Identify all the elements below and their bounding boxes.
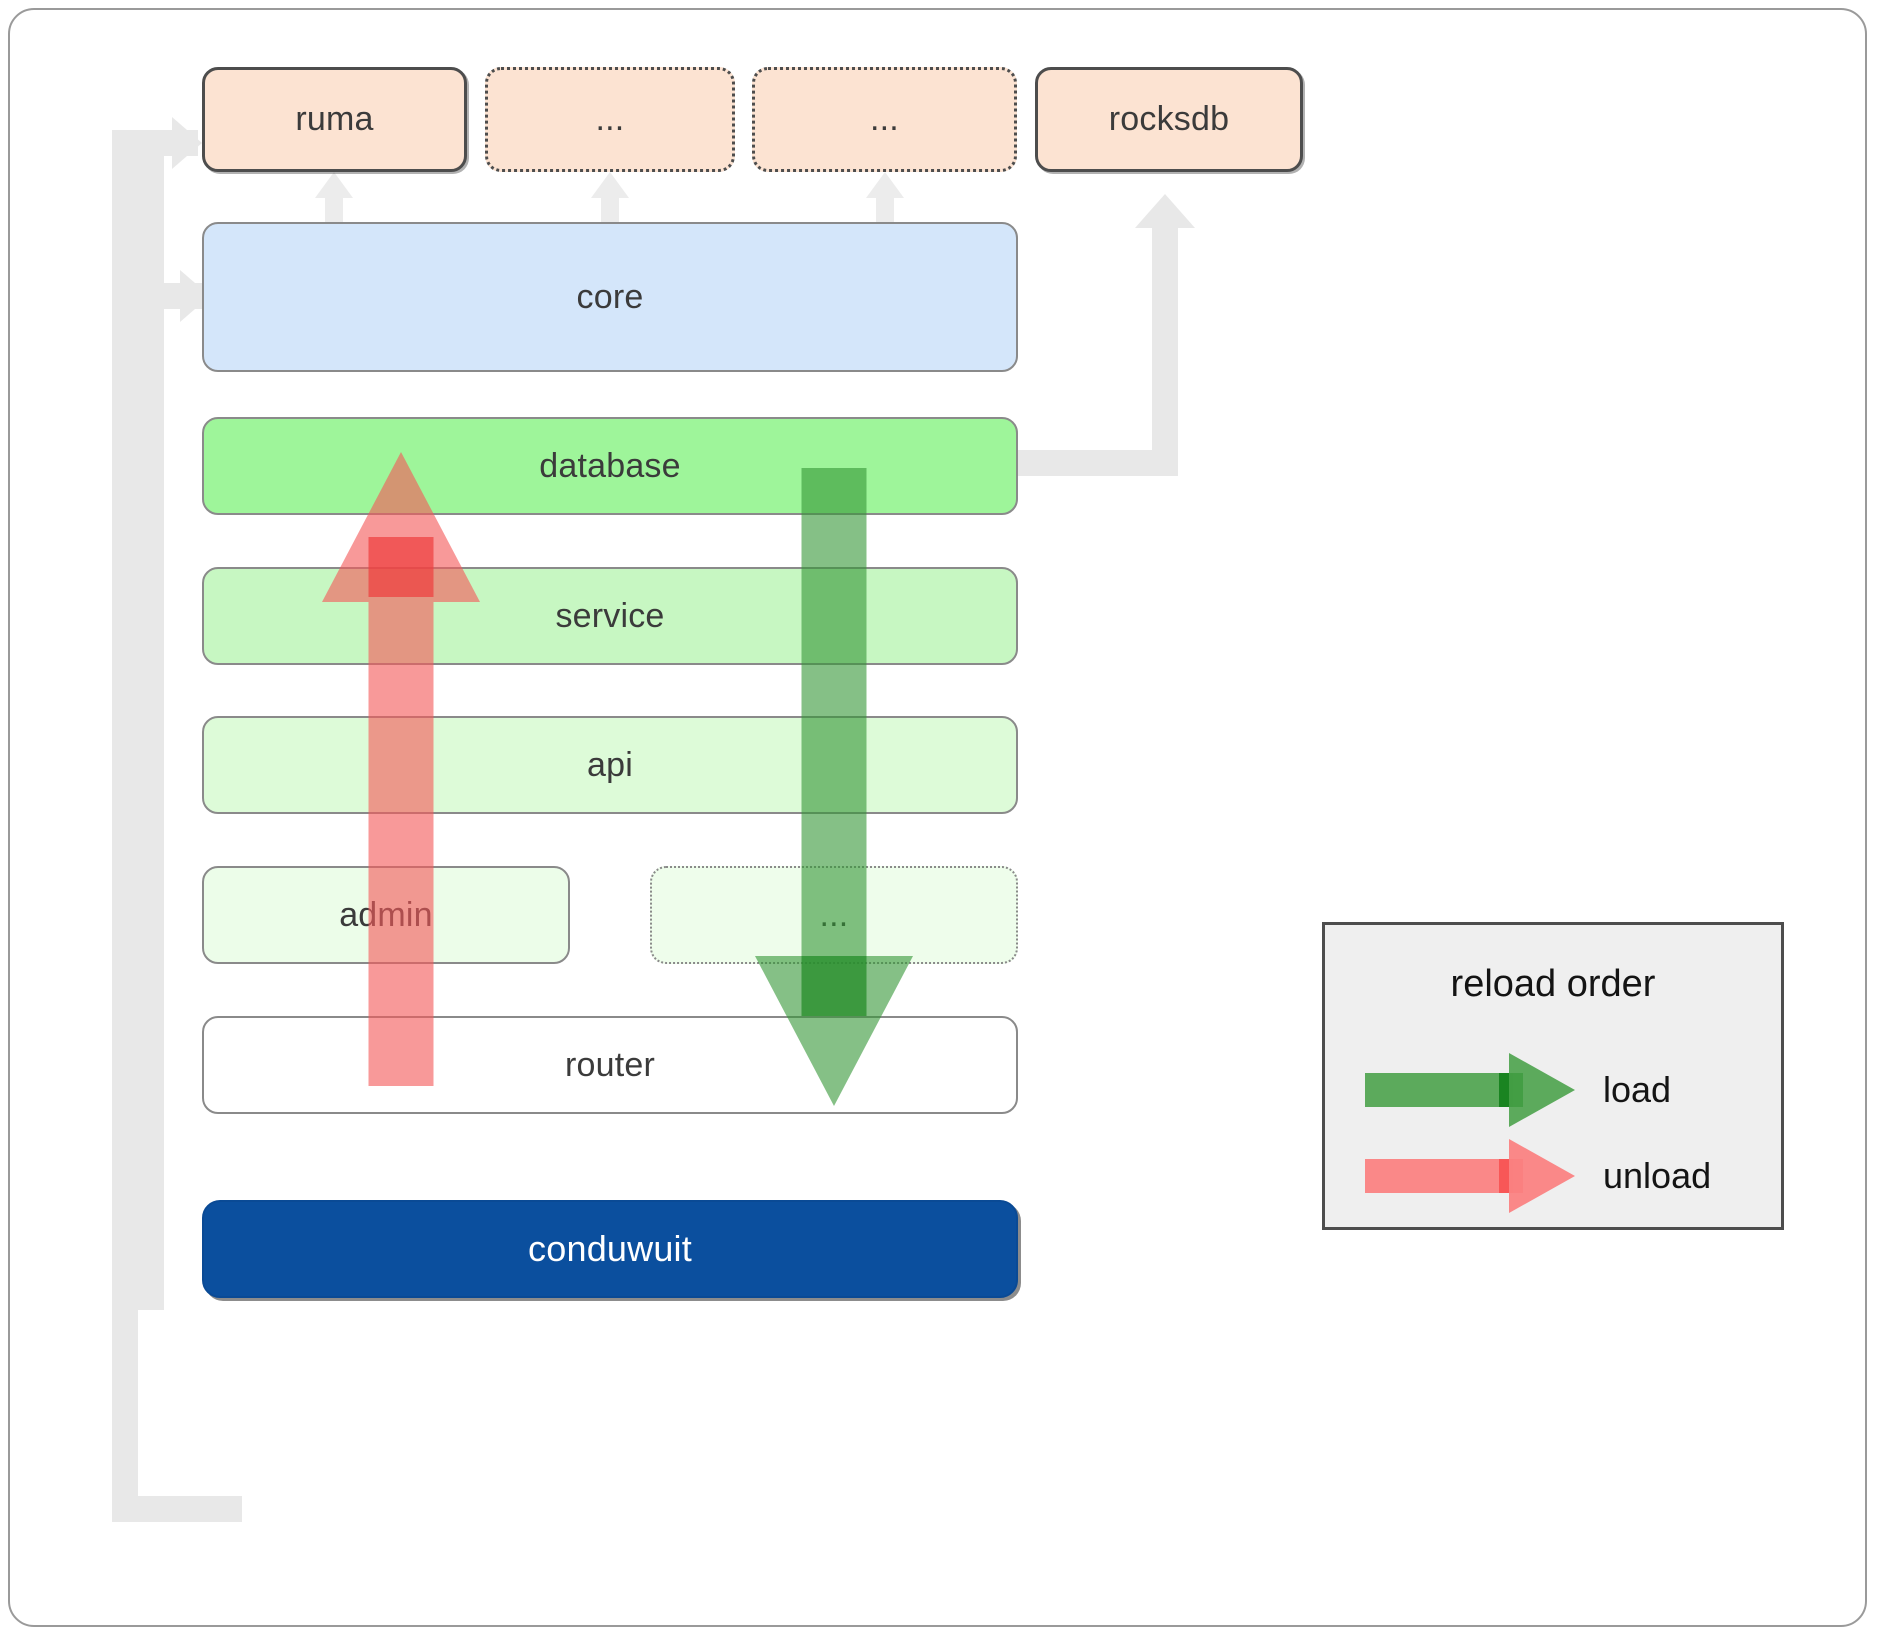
legend-arrow-bar xyxy=(1365,1073,1513,1107)
arrowhead-icon xyxy=(591,172,629,198)
load-arrowhead-icon xyxy=(755,956,913,1106)
right-rail-horizontal xyxy=(1018,450,1178,476)
node-core[interactable]: core xyxy=(202,222,1018,372)
load-arrow-stem xyxy=(801,468,867,956)
right-rail-arrowhead-rocksdb xyxy=(1135,194,1195,228)
legend-arrowhead-icon xyxy=(1509,1053,1575,1127)
arrowhead-icon xyxy=(315,172,353,198)
right-rail-vertical xyxy=(1152,228,1178,476)
load-arrow xyxy=(755,468,913,1106)
node-ruma[interactable]: ruma xyxy=(202,67,467,172)
unload-arrow xyxy=(322,452,480,1086)
legend-arrowhead-icon xyxy=(1509,1139,1575,1213)
legend-panel: reload order load unload xyxy=(1322,922,1784,1230)
legend-row-load: load xyxy=(1325,1047,1781,1133)
legend-unload-label: unload xyxy=(1603,1155,1712,1196)
arrowhead-icon xyxy=(866,172,904,198)
left-rail-bottom xyxy=(112,1496,242,1522)
left-rail-vertical-outer xyxy=(112,130,138,1522)
node-label: api xyxy=(587,745,633,784)
node-label: router xyxy=(564,1045,656,1084)
node-label: core xyxy=(576,277,644,316)
node-label: service xyxy=(555,596,665,635)
left-rail-arrowhead-ruma xyxy=(172,117,202,169)
node-conduwuit[interactable]: conduwuit xyxy=(202,1200,1018,1298)
node-rocksdb[interactable]: rocksdb xyxy=(1035,67,1303,172)
node-label: database xyxy=(539,446,681,485)
unload-arrow-notch xyxy=(368,537,434,597)
node-dep-placeholder-2[interactable]: ... xyxy=(752,67,1017,172)
unload-arrow-stem xyxy=(368,602,434,1086)
node-label: ... xyxy=(595,100,625,138)
node-dep-placeholder-1[interactable]: ... xyxy=(485,67,735,172)
node-api[interactable]: api xyxy=(202,716,1018,814)
node-label: rocksdb xyxy=(1108,100,1230,138)
legend-load-arrow-icon xyxy=(1365,1053,1575,1127)
legend-arrow-bar xyxy=(1365,1159,1513,1193)
legend-load-label: load xyxy=(1603,1069,1672,1110)
node-label: ... xyxy=(870,100,899,138)
node-label: conduwuit xyxy=(528,1228,692,1269)
node-label: ruma xyxy=(295,100,374,138)
legend-unload-arrow-icon xyxy=(1365,1139,1575,1213)
left-rail-vertical-inner xyxy=(138,130,164,1310)
legend-title: reload order xyxy=(1450,963,1656,1005)
legend-row-unload: unload xyxy=(1325,1133,1781,1219)
